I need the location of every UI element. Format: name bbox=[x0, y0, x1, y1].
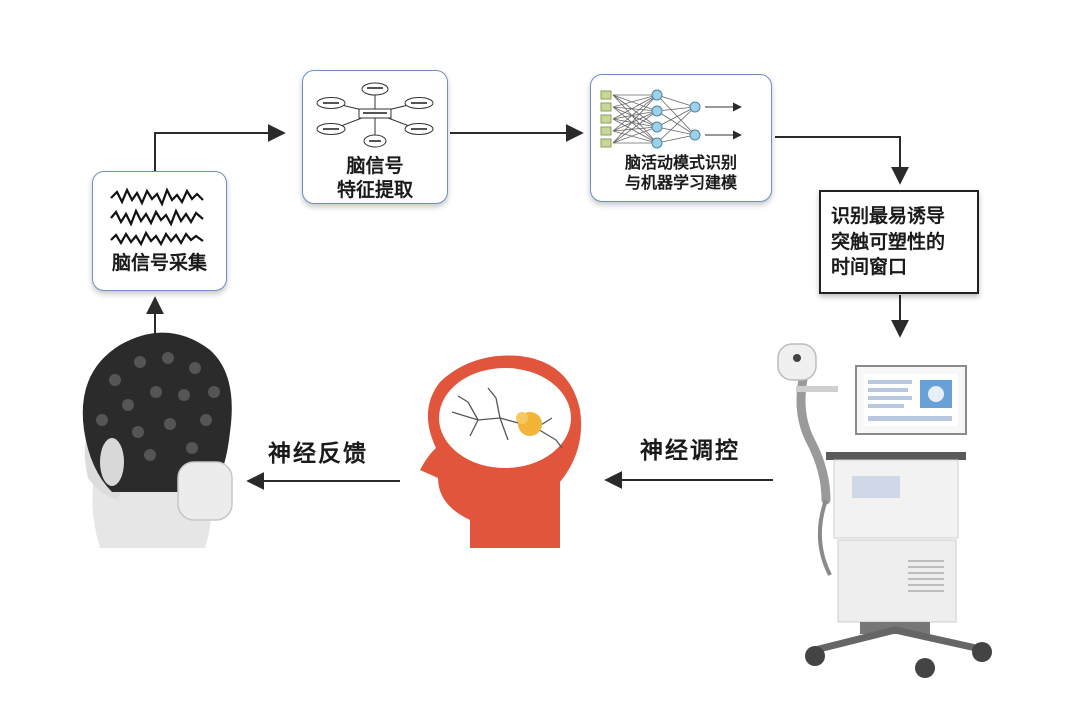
eeg-acquisition-box: 脑信号采集 bbox=[92, 171, 227, 291]
neurofeedback-label: 神经反馈 bbox=[268, 440, 368, 467]
eeg-acquisition-label: 脑信号采集 bbox=[111, 252, 207, 274]
nn-node bbox=[651, 137, 663, 149]
nn-node bbox=[651, 89, 663, 101]
arrow-acquisition-to-feature bbox=[154, 124, 286, 171]
time-window-label: 识别最易诱导 突触可塑性的 时间窗口 bbox=[831, 205, 946, 279]
pattern-recognition-box: 脑活动模式识别 与机器学习建模 bbox=[590, 74, 772, 202]
nn-input-node bbox=[600, 126, 612, 136]
time-window-box: 识别最易诱导 突触可塑性的 时间窗口 bbox=[819, 190, 979, 294]
nn-input-node bbox=[600, 138, 612, 148]
mind-map-icon bbox=[316, 82, 434, 148]
nn-input-node bbox=[600, 102, 612, 112]
nn-input-node bbox=[600, 90, 612, 100]
nn-input-node bbox=[600, 114, 612, 124]
nn-node bbox=[651, 105, 663, 117]
neuromodulation-label: 神经调控 bbox=[640, 437, 740, 464]
nn-node bbox=[651, 121, 663, 133]
nn-node bbox=[689, 101, 701, 113]
pattern-recognition-label: 脑活动模式识别 与机器学习建模 bbox=[624, 153, 737, 192]
nn-node bbox=[689, 129, 701, 141]
neural-network-icon bbox=[600, 89, 742, 149]
arrow-ml-to-window bbox=[775, 136, 909, 185]
feature-extraction-box: 脑信号 特征提取 bbox=[302, 70, 448, 204]
feature-extraction-label: 脑信号 特征提取 bbox=[336, 155, 413, 201]
eeg-trace-icon bbox=[110, 187, 204, 247]
